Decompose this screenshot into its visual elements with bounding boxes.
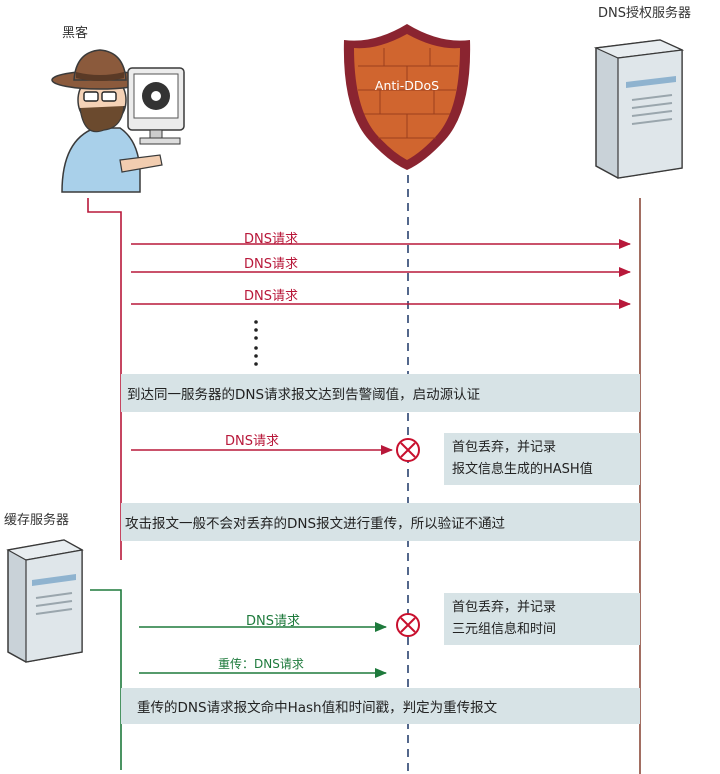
note-tuple-record: 首包丢弃，并记录 三元组信息和时间 xyxy=(444,593,640,645)
dns-server-label: DNS授权服务器 xyxy=(598,6,691,21)
drop-x-icon xyxy=(396,438,420,462)
message-label: DNS请求 xyxy=(244,289,298,304)
cache-server-icon xyxy=(6,539,84,663)
cache-server-lifeline xyxy=(90,589,122,770)
message-label: DNS请求 xyxy=(225,434,279,449)
note-line: 三元组信息和时间 xyxy=(452,622,557,637)
ellipsis-dots xyxy=(254,320,258,366)
band-auth-triggered: 到达同一服务器的DNS请求报文达到告警阈值，启动源认证 xyxy=(121,374,640,412)
hacker-lifeline xyxy=(87,198,122,560)
note-hash-record: 首包丢弃，并记录 报文信息生成的HASH值 xyxy=(444,433,640,485)
anti-ddos-shield-icon xyxy=(343,24,471,170)
message-label: DNS请求 xyxy=(244,232,298,247)
message-label: DNS请求 xyxy=(244,257,298,272)
note-line: 首包丢弃，并记录 xyxy=(452,600,557,615)
hacker-label: 黑客 xyxy=(62,26,89,41)
hacker-icon xyxy=(51,49,185,193)
shield-label: Anti-DDoS xyxy=(374,78,440,93)
note-line: 首包丢弃，并记录 xyxy=(452,440,557,455)
band-verification-failed: 攻击报文一般不会对丢弃的DNS报文进行重传，所以验证不通过 xyxy=(121,503,640,541)
message-label: DNS请求 xyxy=(246,614,300,629)
dns-server-icon xyxy=(593,39,685,179)
drop-x-icon xyxy=(396,613,420,637)
band-retransmit-confirmed: 重传的DNS请求报文命中Hash值和时间戳，判定为重传报文 xyxy=(121,688,640,724)
message-label: 重传：DNS请求 xyxy=(218,657,304,671)
cache-server-label: 缓存服务器 xyxy=(4,513,70,528)
note-line: 报文信息生成的HASH值 xyxy=(452,462,593,477)
